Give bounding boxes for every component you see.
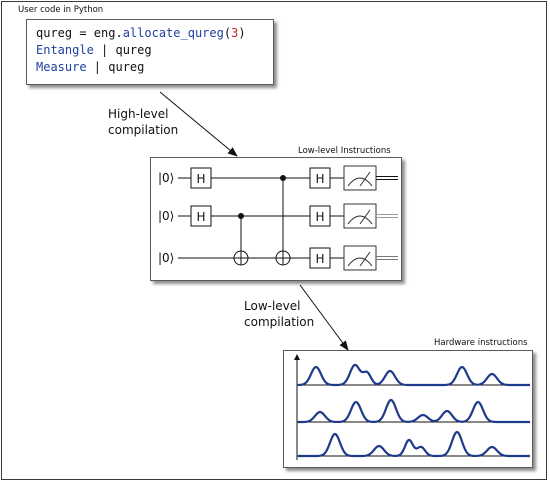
svg-text:H: H [196, 172, 205, 186]
cnot-target [275, 250, 291, 266]
qubit-label-2: |0⟩ [158, 209, 174, 223]
svg-text:H: H [315, 252, 324, 266]
measurement-icon [343, 203, 377, 229]
cnot-target [233, 250, 249, 266]
measurement-icon [343, 165, 377, 191]
h-gate [309, 205, 331, 227]
circuit-box-caption: Low-level Instructions [298, 146, 391, 156]
svg-text:H: H [196, 210, 205, 224]
quantum-circuit: |0⟩ |0⟩ |0⟩ H H H [158, 165, 398, 271]
python-code-box: qureg = eng.allocate_qureg(3) Entangle |… [26, 19, 274, 85]
hardware-box-caption: Hardware instructions [434, 338, 528, 348]
pulse-trace [297, 363, 530, 387]
high-level-arrow [159, 91, 238, 157]
code-block: qureg = eng.allocate_qureg(3) Entangle |… [36, 25, 246, 76]
svg-text:H: H [315, 172, 324, 186]
h-gate [309, 247, 331, 269]
h-gate [190, 205, 212, 227]
measurement-icon [343, 245, 377, 271]
h-gate [190, 167, 212, 189]
code-line-2: Entangle | qureg [36, 43, 152, 57]
qubit-label-3: |0⟩ [158, 251, 174, 265]
control-dot [238, 213, 244, 219]
low-level-arrow [299, 284, 349, 351]
high-level-compilation-label: High-level compilation [108, 107, 179, 137]
qubit-label-1: |0⟩ [158, 171, 174, 185]
pulse-trace [298, 430, 530, 458]
code-line-3: Measure | qureg [36, 60, 145, 74]
hardware-box [283, 350, 533, 468]
hardware-pulse-plot [294, 354, 530, 460]
python-box-caption: User code in Python [18, 5, 104, 15]
svg-text:H: H [315, 210, 324, 224]
h-gate [309, 167, 331, 189]
control-dot [280, 175, 286, 181]
code-line-1: qureg = eng.allocate_qureg(3) [36, 26, 246, 40]
pulse-trace [298, 398, 530, 424]
low-level-compilation-label: Low-level compilation [244, 299, 315, 329]
